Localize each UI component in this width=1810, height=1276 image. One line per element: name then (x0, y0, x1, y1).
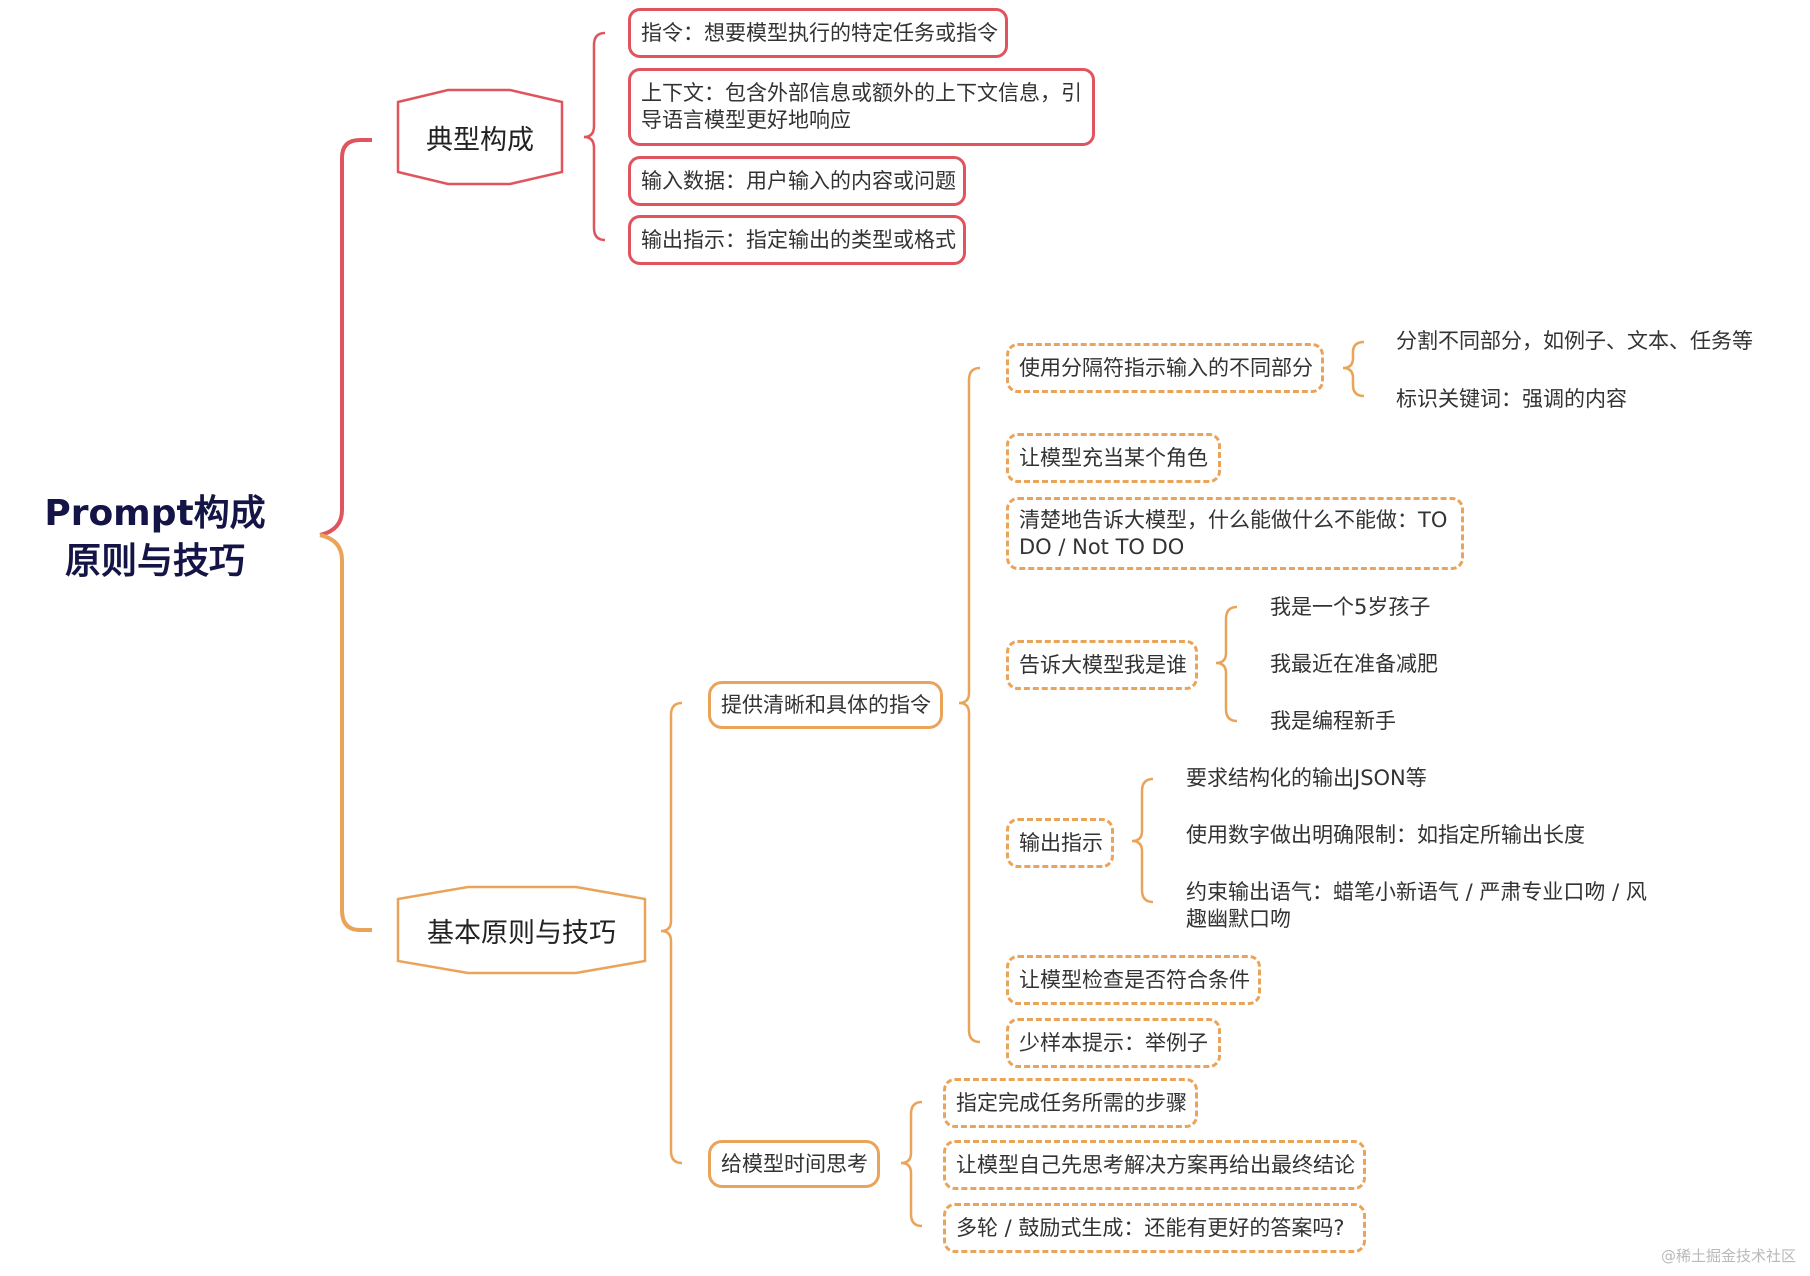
delimiter-child-2[interactable]: 标识关键词：强调的内容 (1396, 387, 1627, 411)
basic-principles-node[interactable]: 基本原则与技巧 (427, 917, 616, 949)
clear-instructions-node[interactable]: 提供清晰和具体的指令 (708, 681, 943, 729)
typical-item-context[interactable]: 上下文：包含外部信息或额外的上下文信息，引导语言模型更好地响应 (628, 68, 1095, 146)
think-steps-node[interactable]: 指定完成任务所需的步骤 (943, 1078, 1198, 1128)
root-title-line1: Prompt构成 (44, 493, 266, 534)
fewshot-node[interactable]: 少样本提示：举例子 (1006, 1018, 1221, 1068)
output-child-2[interactable]: 使用数字做出明确限制：如指定所输出长度 (1186, 823, 1585, 847)
whoami-node[interactable]: 告诉大模型我是谁 (1006, 640, 1198, 690)
think-time-node[interactable]: 给模型时间思考 (708, 1140, 880, 1188)
watermark: @稀土掘金技术社区 (1660, 1247, 1796, 1265)
think-multiround-node[interactable]: 多轮 / 鼓励式生成：还能有更好的答案吗? (943, 1203, 1366, 1253)
typical-item-instruction[interactable]: 指令：想要模型执行的特定任务或指令 (628, 8, 1008, 58)
think-self-node[interactable]: 让模型自己先思考解决方案再给出最终结论 (943, 1140, 1366, 1190)
whoami-child-2[interactable]: 我最近在准备减肥 (1270, 652, 1438, 676)
delimiter-node[interactable]: 使用分隔符指示输入的不同部分 (1006, 343, 1324, 393)
output-node[interactable]: 输出指示 (1006, 818, 1114, 868)
typical-item-input-data[interactable]: 输入数据：用户输入的内容或问题 (628, 156, 966, 206)
role-node[interactable]: 让模型充当某个角色 (1006, 433, 1221, 483)
whoami-child-1[interactable]: 我是一个5岁孩子 (1270, 595, 1431, 619)
output-child-1[interactable]: 要求结构化的输出JSON等 (1186, 766, 1427, 790)
typical-composition-node[interactable]: 典型构成 (426, 124, 534, 156)
whoami-child-3[interactable]: 我是编程新手 (1270, 709, 1396, 733)
root-title-line2: 原则与技巧 (64, 541, 245, 582)
check-node[interactable]: 让模型检查是否符合条件 (1006, 955, 1261, 1005)
root-title: Prompt构成 原则与技巧 (40, 490, 270, 586)
output-child-3[interactable]: 约束输出语气：蜡笔小新语气 / 严肃专业口吻 / 风趣幽默口吻 (1186, 880, 1647, 931)
delimiter-child-1[interactable]: 分割不同部分，如例子、文本、任务等 (1396, 329, 1753, 353)
todo-node[interactable]: 清楚地告诉大模型，什么能做什么不能做：TO DO / Not TO DO (1006, 497, 1464, 570)
typical-item-output-indicator[interactable]: 输出指示：指定输出的类型或格式 (628, 215, 966, 265)
